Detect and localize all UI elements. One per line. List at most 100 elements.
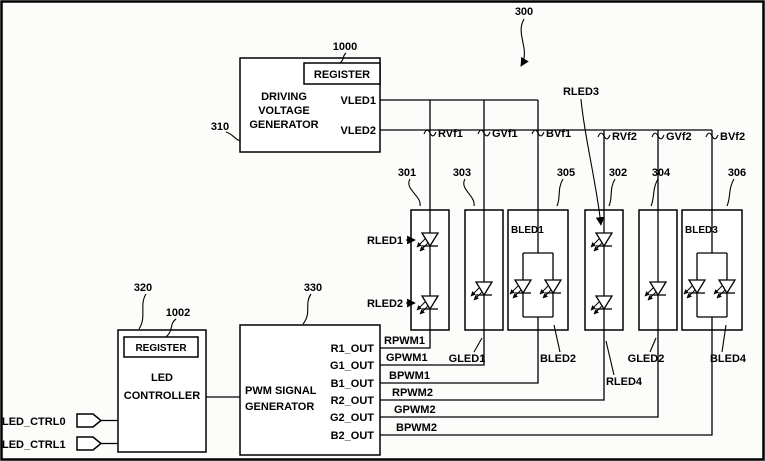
pwm-output-b2: B2_OUT [331, 430, 375, 442]
dvg-output-vled2-label: VLED2 [341, 125, 376, 137]
led-controller-block: REGISTER LED CONTROLLER 320 1002 [117, 282, 207, 453]
led-leader-rled3 [580, 98, 605, 226]
controller-name-line1: LED [151, 372, 173, 384]
vf-label-bvf2: BVf2 [720, 131, 745, 143]
controller-ref: 320 [134, 282, 152, 294]
string-ref-302-leader [608, 178, 616, 207]
controller-register-box [123, 336, 199, 358]
dvg-name-line3: GENERATOR [249, 119, 318, 131]
pwm-signal-gpwm1: GPWM1 [386, 352, 428, 364]
led-label-rled1: RLED1 [367, 235, 403, 247]
controller-register-ref-leader [165, 318, 177, 338]
pwm-wire-gpwm2 [380, 330, 659, 418]
pwm-ref: 330 [304, 282, 322, 294]
vf-label-bvf1: BVf1 [546, 128, 571, 140]
pwm-wire-bpwm2 [380, 330, 713, 436]
vf-label-gvf2: GVf2 [666, 131, 692, 143]
dvg-name-line2: VOLTAGE [258, 105, 310, 117]
led-labels: RLED1 RLED2 RLED3 BLED1 BLED3 GLED1 BLED… [367, 86, 747, 388]
dvg-register-ref-leader [339, 52, 347, 64]
pwm-wire-gpwm1 [380, 330, 485, 366]
pwm-wire-bpwm1 [380, 330, 539, 384]
dvg-name-line1: DRIVING [261, 91, 307, 103]
input-pad-led-ctrl0 [76, 413, 103, 428]
figure-ref-arrow [520, 18, 529, 67]
control-inputs: LED_CTRL0 LED_CTRL1 [2, 413, 118, 451]
string-ref-303-leader [463, 178, 475, 207]
led-leader-bled2 [553, 324, 561, 353]
dvg-output-vled1-label: VLED1 [341, 95, 376, 107]
string-ref-306: 306 [728, 167, 746, 179]
pwm-generator-block: PWM SIGNAL GENERATOR 330 R1_OUT G1_OUT B… [239, 282, 381, 456]
pwm-output-g1: G1_OUT [330, 360, 374, 372]
string-ref-301-leader [408, 178, 421, 207]
pwm-output-r2: R2_OUT [331, 395, 375, 407]
led-label-rled3: RLED3 [563, 86, 599, 98]
dvg-register-label: REGISTER [314, 69, 370, 81]
string-ref-306-leader [726, 178, 735, 207]
vled1-drop-wires [429, 100, 539, 210]
pwm-signal-gpwm2: GPWM2 [394, 404, 436, 416]
pwm-name-line1: PWM SIGNAL [245, 385, 317, 397]
string-ref-304-leader [650, 178, 659, 207]
driving-voltage-generator-block: REGISTER 1000 DRIVING VOLTAGE GENERATOR … [211, 41, 381, 153]
string-ref-302: 302 [609, 167, 627, 179]
dvg-ref-leader [225, 131, 241, 142]
string-ref-303: 303 [453, 167, 471, 179]
dvg-register-ref: 1000 [333, 41, 357, 53]
led-label-gled1: GLED1 [449, 353, 486, 365]
led-leader-gled1 [473, 337, 483, 353]
pwm-output-r1: R1_OUT [331, 343, 375, 355]
pwm-signal-rpwm2: RPWM2 [392, 387, 433, 399]
input-label-led-ctrl0: LED_CTRL0 [2, 416, 66, 428]
vf-tilde-6 [705, 132, 719, 140]
vf-label-rvf2: RVf2 [612, 131, 637, 143]
pwm-name-line2: GENERATOR [245, 401, 314, 413]
pwm-wire-rpwm2 [380, 330, 605, 401]
vf-tilde-4 [597, 132, 611, 140]
controller-ref-leader [138, 293, 147, 330]
pwm-signal-wires: RPWM1 GPWM1 BPWM1 RPWM2 GPWM2 BPWM2 [380, 330, 713, 436]
led-leader-gled2 [649, 337, 657, 353]
led-string-refs: 301 303 305 302 304 306 [398, 167, 746, 207]
pwm-output-g2: G2_OUT [330, 412, 374, 424]
pwm-wire-rpwm1 [380, 330, 431, 349]
vf-label-rvf1: RVf1 [438, 128, 463, 140]
vf-tilde-3 [531, 129, 545, 137]
led-label-rled4: RLED4 [606, 376, 643, 388]
vf-label-gvf1: GVf1 [492, 128, 518, 140]
led-leader-bled4 [721, 324, 727, 353]
pwm-ref-leader [302, 293, 312, 325]
string-ref-305: 305 [557, 167, 575, 179]
controller-register-label: REGISTER [135, 343, 187, 354]
controller-register-ref: 1002 [166, 307, 190, 319]
led-leader-rled4 [605, 340, 615, 376]
input-pad-led-ctrl1 [76, 436, 103, 451]
vf-tilde-5 [651, 132, 665, 140]
led-label-bled2: BLED2 [540, 353, 576, 365]
pwm-signal-bpwm2: BPWM2 [396, 422, 437, 434]
vf-tilde-2 [477, 129, 491, 137]
vf-labels: RVf1 GVf1 BVf1 RVf2 GVf2 BVf2 [423, 128, 745, 143]
led-label-bled1: BLED1 [511, 225, 544, 236]
string-ref-301: 301 [398, 167, 416, 179]
dvg-ref: 310 [211, 121, 229, 133]
string-ref-304: 304 [652, 167, 671, 179]
vf-tilde-1 [423, 129, 437, 137]
dvg-register-box [303, 62, 381, 85]
pwm-signal-bpwm1: BPWM1 [389, 370, 430, 382]
led-label-gled2: GLED2 [628, 353, 665, 365]
led-label-bled3: BLED3 [685, 225, 718, 236]
controller-name-line2: CONTROLLER [124, 390, 200, 402]
vled2-drop-wires [603, 130, 713, 210]
string-ref-305-leader [556, 178, 564, 207]
led-label-rled2: RLED2 [367, 298, 403, 310]
figure-ref-label: 300 [515, 6, 533, 18]
pwm-signal-rpwm1: RPWM1 [384, 335, 425, 347]
led-label-bled4: BLED4 [710, 353, 747, 365]
pwm-generator-box [239, 324, 381, 456]
input-label-led-ctrl1: LED_CTRL1 [2, 439, 66, 451]
